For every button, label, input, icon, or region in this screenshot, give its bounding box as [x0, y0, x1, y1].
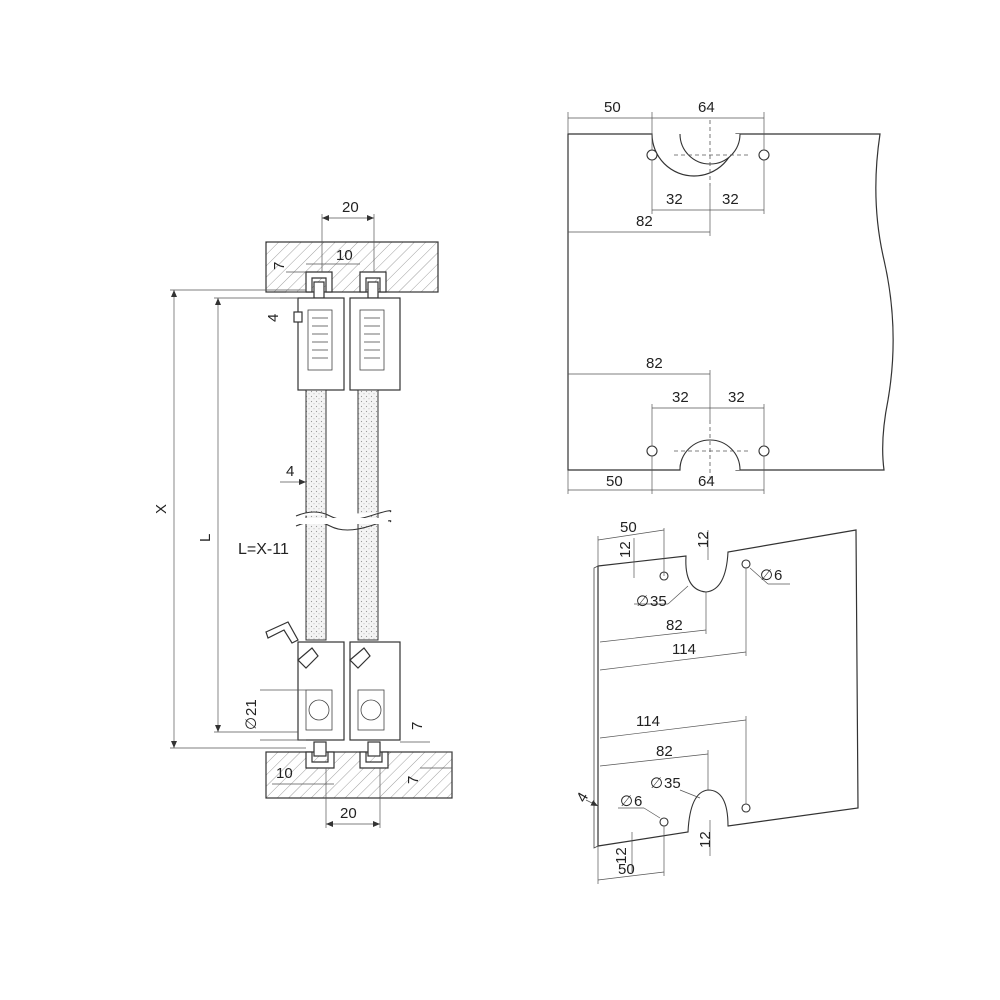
bottom-rail	[265, 751, 453, 799]
top-carrier-right	[349, 297, 401, 391]
iso-top-edge-offset: 50	[620, 519, 637, 536]
top-carrier-left	[293, 297, 345, 391]
top-track-right	[359, 271, 387, 299]
dim-height-total: X	[153, 504, 170, 514]
dim-top-depth: 7	[271, 262, 288, 270]
dim-top-offset: 4	[265, 314, 282, 322]
iso-top-hole-dia: 6	[774, 567, 782, 584]
iso-hole-top-right	[741, 559, 751, 569]
iso-top-span: 114	[672, 641, 696, 658]
allen-key	[265, 621, 299, 644]
formula: L=X-11	[238, 541, 289, 558]
iso-bottom-edge-offset: 50	[618, 861, 635, 878]
iso-view: 50 12 12 ∅ 6 ∅ 35 82 114 114 82 ∅ 35 ∅ 6	[573, 519, 859, 884]
bottom-carrier-right	[349, 641, 401, 741]
iso-top-cutout-dia: 35	[650, 593, 667, 610]
front-top-center-dist: 82	[636, 213, 653, 230]
iso-top-cutout-dia-symbol: ∅	[636, 593, 649, 610]
front-top-half-left: 32	[666, 191, 683, 208]
front-bottom-half-left: 32	[672, 389, 689, 406]
front-top-half-right: 32	[722, 191, 739, 208]
dim-roller-diameter: 21	[243, 699, 260, 716]
dim-glass-thickness: 4	[286, 463, 294, 480]
iso-top-vert-b: 12	[695, 531, 712, 548]
front-bottom-half-right: 32	[728, 389, 745, 406]
front-bottom-cutout-width: 64	[698, 473, 715, 490]
front-top-edge-offset: 50	[604, 99, 621, 116]
iso-bottom-hole-dia-symbol: ∅	[620, 793, 633, 810]
bottom-track-left	[305, 741, 335, 769]
iso-bottom-hole-dia: 6	[634, 793, 642, 810]
iso-hole-bottom-left	[659, 817, 669, 827]
hole-top-left	[646, 149, 658, 161]
iso-bottom-cutout-dia: 35	[664, 775, 681, 792]
dim-length: L	[197, 534, 214, 542]
iso-bottom-vert-a: 12	[613, 847, 630, 864]
diameter-symbol-roller: ∅	[243, 717, 260, 730]
iso-bottom-cutout-dia-symbol: ∅	[650, 775, 663, 792]
top-rail	[265, 241, 439, 293]
front-bottom-edge-offset: 50	[606, 473, 623, 490]
dim-top-width: 20	[342, 199, 359, 216]
dim-bottom-gap: 10	[276, 765, 293, 782]
iso-top-vert-a: 12	[617, 541, 634, 558]
bottom-carrier-left	[297, 641, 345, 741]
side-section: 20 10 7 4 4 X L L=X-11 ∅ 21	[153, 199, 453, 828]
dim-bottom-width: 20	[340, 805, 357, 822]
iso-bottom-vert-b: 12	[697, 831, 714, 848]
iso-glass-thickness: 4	[573, 789, 592, 805]
front-view: 50 64 32 32 82 82 32 32 50 64	[567, 99, 894, 494]
door-panel-front	[567, 133, 894, 471]
dim-bottom-depth-b: 7	[405, 776, 422, 784]
front-bottom-center-dist: 82	[646, 355, 663, 372]
iso-top-center-dist: 82	[666, 617, 683, 634]
iso-bottom-span: 114	[636, 713, 660, 730]
iso-hole-bottom-right	[741, 803, 751, 813]
bottom-track-right	[359, 741, 389, 769]
iso-top-hole-dia-symbol: ∅	[760, 567, 773, 584]
front-top-cutout-width: 64	[698, 99, 715, 116]
dim-top-gap: 10	[336, 247, 353, 264]
hole-top-right	[758, 149, 770, 161]
top-track-left	[305, 271, 333, 299]
dim-bottom-depth-a: 7	[409, 722, 426, 730]
hole-bottom-right	[758, 445, 770, 457]
iso-bottom-center-dist: 82	[656, 743, 673, 760]
hole-bottom-left	[646, 445, 658, 457]
